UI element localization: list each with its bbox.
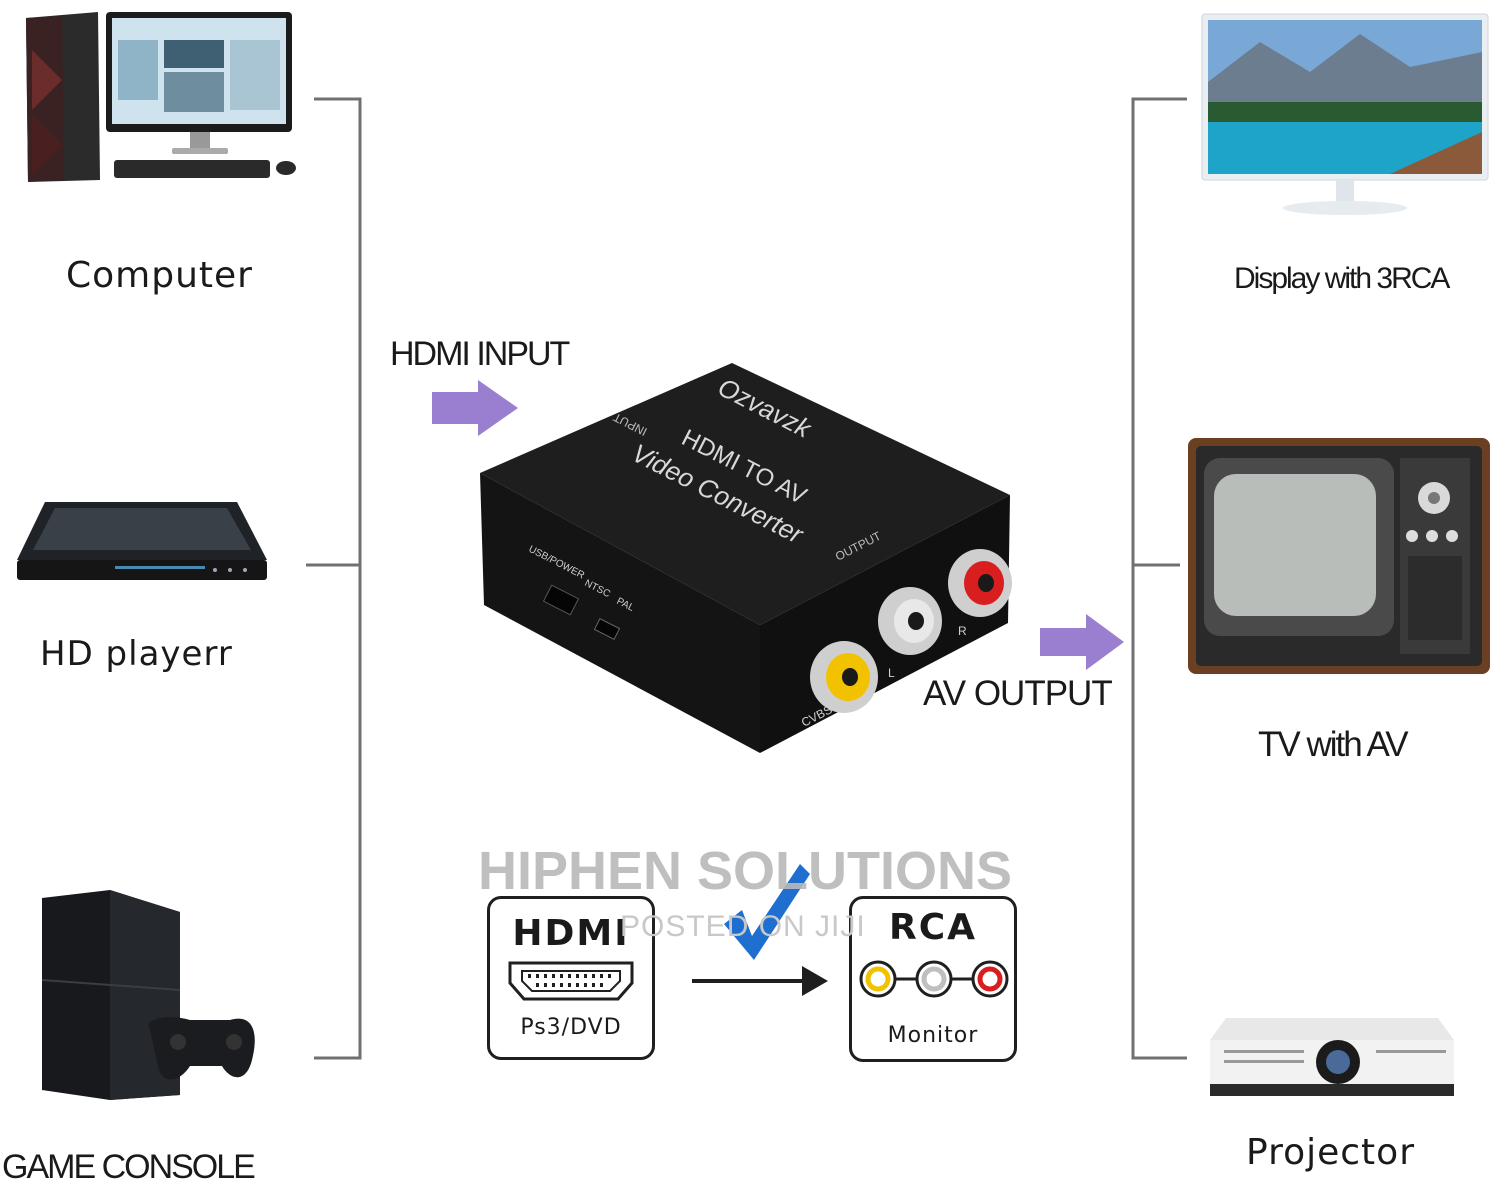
game-console-label: GAME CONSOLE bbox=[2, 1148, 256, 1186]
hdmi-legend-title: HDMI bbox=[512, 913, 630, 954]
computer-label: Computer bbox=[66, 255, 253, 296]
output-arrow bbox=[1040, 614, 1124, 670]
l-label: L bbox=[888, 666, 895, 680]
av-output-label: AV OUTPUT bbox=[923, 674, 1113, 713]
rca-white-jack bbox=[878, 587, 942, 655]
projector-icon bbox=[1210, 1018, 1454, 1096]
computer-icon bbox=[26, 12, 296, 182]
tv-icon bbox=[1188, 438, 1490, 674]
hdmi-legend-box: HDMI Ps3/DVD bbox=[487, 896, 655, 1060]
rca-legend-sub: Monitor bbox=[887, 1023, 979, 1048]
rca-yellow-jack bbox=[810, 641, 878, 713]
hdmi-connector-icon bbox=[508, 961, 634, 1001]
r-label: R bbox=[958, 624, 967, 638]
hd-player-icon bbox=[17, 502, 267, 580]
rca-connectors-icon bbox=[859, 960, 1009, 998]
rca-legend-title: RCA bbox=[888, 907, 977, 948]
hdmi-input-label: HDMI INPUT bbox=[390, 335, 570, 373]
tv-label: TV with AV bbox=[1258, 725, 1409, 764]
rca-legend-box: RCA Monitor bbox=[849, 896, 1017, 1062]
projector-label: Projector bbox=[1246, 1132, 1415, 1173]
ntsc-pal-switch bbox=[593, 617, 621, 641]
conversion-arrow bbox=[692, 864, 828, 996]
check-icon bbox=[724, 864, 810, 960]
hd-player-label: HD playerr bbox=[40, 634, 233, 674]
display-label: Display with 3RCA bbox=[1234, 262, 1450, 295]
display-icon bbox=[1201, 13, 1489, 215]
hdmi-to-av-converter: Ozvavzk HDMI TO AV Video Converter INPUT… bbox=[480, 363, 1012, 753]
watermark-sub: POSTED ON JIJI bbox=[620, 910, 866, 943]
game-console-icon bbox=[41, 890, 255, 1100]
rca-red-jack bbox=[948, 549, 1012, 617]
usb-port bbox=[542, 584, 580, 616]
hdmi-legend-sub: Ps3/DVD bbox=[520, 1015, 622, 1040]
watermark-main: HIPHEN SOLUTIONS bbox=[478, 841, 1013, 901]
input-arrow bbox=[432, 380, 518, 436]
